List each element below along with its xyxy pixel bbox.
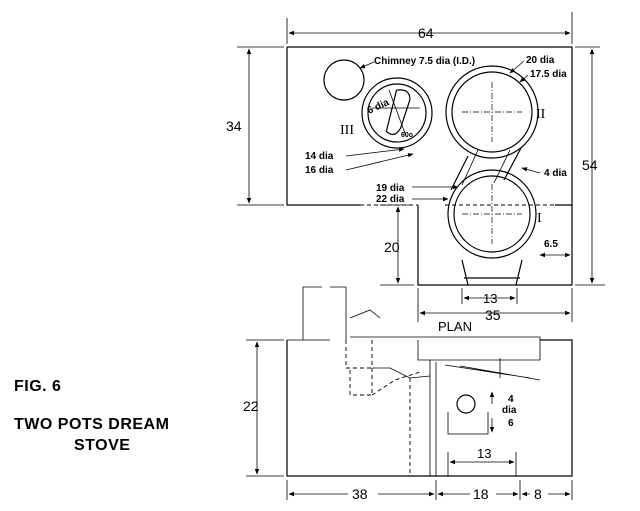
air-hole — [456, 394, 476, 414]
pot-label-II: II — [536, 107, 546, 122]
elevation-view: 22 4 dia 6 13 38 18 8 — [243, 286, 573, 502]
dim-elevation-mid: 18 — [473, 486, 489, 502]
dim-elevation-height: 22 — [243, 398, 259, 414]
pot-label-III: III — [340, 123, 354, 138]
pot-II-inner-label: 17.5 dia — [530, 69, 567, 80]
pot-II-outer-label: 20 dia — [526, 55, 555, 66]
duct-width-label: 4 dia — [544, 168, 567, 179]
pot-III-inner-label: 14 dia — [305, 151, 334, 162]
pot-III-outer-label: 16 dia — [305, 165, 334, 176]
plan-view: 64 34 54 20 13 35 6.5 PLAN Chimney 7.5 d… — [226, 12, 605, 334]
figure-title-line1: TWO POTS DREAM — [14, 416, 170, 433]
plan-upper-outline — [286, 46, 573, 286]
pot-II — [445, 65, 539, 159]
dim-upper-height: 34 — [226, 118, 242, 134]
duct — [450, 147, 522, 191]
dim-overall-width: 64 — [418, 25, 434, 41]
pot-label-I: I — [537, 211, 542, 226]
dim-port: 13 — [477, 446, 491, 461]
dim-lower-width: 35 — [485, 307, 501, 323]
figure-title: TWO POTS DREAM STOVE — [14, 414, 214, 456]
chimney-circle — [323, 59, 365, 101]
pot-I — [447, 169, 537, 259]
dim-offset: 6.5 — [544, 239, 558, 250]
dim-elevation-left: 38 — [352, 486, 368, 502]
air-hole-label-c: 6 — [508, 418, 514, 429]
air-hole-label-b: dia — [502, 405, 517, 416]
chimney-label: Chimney 7.5 dia (I.D.) — [374, 56, 475, 67]
plan-label: PLAN — [438, 319, 472, 334]
elevation-outline — [286, 339, 573, 477]
angle-label: 60o — [401, 132, 413, 139]
figure-number: FIG. 6 — [14, 378, 62, 395]
air-hole-label-a: 4 — [508, 394, 514, 405]
figure-title-line2: STOVE — [74, 437, 131, 454]
opening-III-label: 6 dia — [366, 97, 392, 117]
pot-III — [361, 77, 433, 149]
outlet — [461, 259, 523, 286]
dim-outlet-width: 13 — [483, 291, 497, 306]
dim-lower-height: 20 — [384, 239, 400, 255]
dim-elevation-right: 8 — [534, 486, 542, 502]
dim-overall-height: 54 — [582, 157, 598, 173]
pot-I-outer-label: 22 dia — [376, 194, 405, 205]
pot-I-inner-label: 19 dia — [376, 183, 405, 194]
